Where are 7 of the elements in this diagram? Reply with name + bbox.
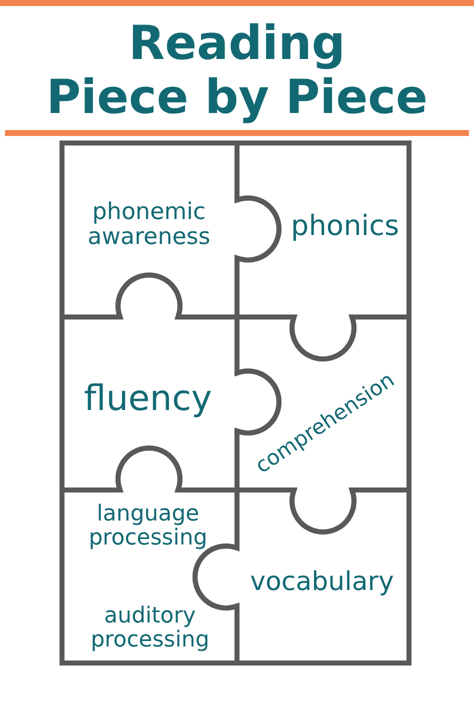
- piece-label: language processing: [88, 502, 208, 550]
- piece-label: phonemic awareness: [88, 200, 210, 250]
- piece-label: vocabulary: [250, 568, 394, 596]
- piece-label: auditory processing: [90, 604, 210, 652]
- piece-label: fluency: [84, 381, 212, 419]
- piece-label: phonics: [290, 210, 400, 242]
- title: Reading Piece by Piece: [45, 17, 429, 125]
